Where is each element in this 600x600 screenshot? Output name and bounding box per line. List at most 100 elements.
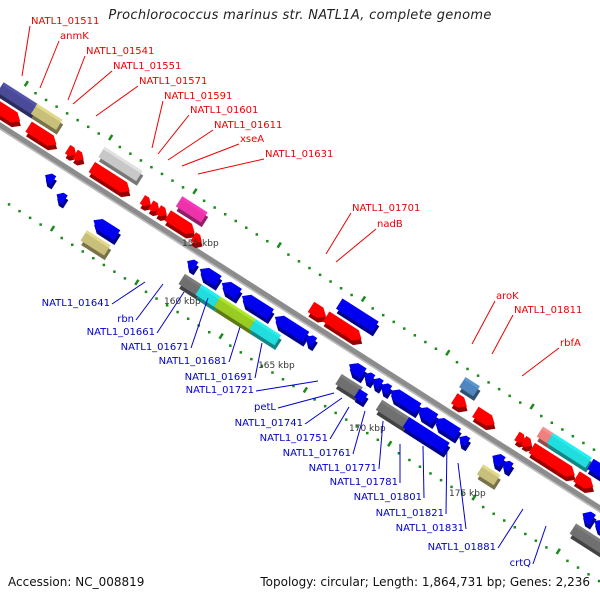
gene-label-reverse[interactable]: petL [254,402,276,413]
gene-reverse-highlight [425,407,439,417]
tick-minor [144,290,148,294]
gene-forward[interactable] [472,406,495,426]
gene-reverse[interactable] [241,294,274,320]
gene-magenta-highlight [180,196,208,215]
gene-forward[interactable] [88,161,130,193]
gene-label-reverse[interactable]: NATL1_01831 [396,523,464,534]
gene-label-reverse[interactable]: NATL1_01771 [309,463,377,474]
gene-forward[interactable] [25,121,57,146]
gene-forward[interactable] [573,471,594,489]
gene-navy[interactable] [0,82,38,114]
gene-label-reverse[interactable]: NATL1_01881 [428,542,496,553]
gene-label-forward[interactable]: nadB [377,219,403,230]
gene-label-forward[interactable]: NATL1_01631 [265,149,333,160]
gene-reverse-highlight [207,267,222,279]
gene-label-forward[interactable]: anmK [60,31,89,42]
gene-cyan[interactable] [195,284,221,307]
gene-forward[interactable] [164,210,195,234]
gene-cyan[interactable] [546,433,592,468]
gene-cyan[interactable] [249,319,282,346]
gene-label-forward[interactable]: NATL1_01701 [352,203,420,214]
gene-label-forward[interactable]: NATL1_01811 [514,305,582,316]
gene-reverse[interactable] [199,267,222,287]
tick-minor [455,360,459,364]
gene-reverse-box[interactable] [335,298,379,332]
tick-minor [540,414,543,418]
gene-label-forward[interactable]: NATL1_01541 [86,46,154,57]
gene-label-forward[interactable]: xseA [240,134,264,145]
gene-reverse-highlight [356,363,367,372]
gene-label-forward[interactable]: aroK [496,291,519,302]
gene-cyan-highlight [200,284,221,300]
gene-label-reverse[interactable]: NATL1_01821 [376,508,444,519]
gene-label-reverse[interactable]: NATL1_01641 [42,298,110,309]
gene-darkgray[interactable] [375,399,410,428]
leader-line-reverse [378,420,384,470]
gene-reverse[interactable] [390,389,422,414]
gene-label-reverse[interactable]: NATL1_01671 [121,342,189,353]
gene-forward[interactable] [322,311,362,341]
gene-khaki[interactable] [30,103,63,130]
tick-major [387,440,393,447]
gene-steelblue[interactable] [459,377,480,397]
tick-minor [287,253,290,256]
gene-darkgray-highlight [183,273,202,288]
gene-label-forward[interactable]: rbfA [560,338,581,349]
gene-label-reverse[interactable]: NATL1_01761 [283,448,351,459]
tick-minor [513,525,517,529]
gene-lightgray[interactable] [98,146,143,182]
gene-label-reverse[interactable]: crtQ [510,558,532,569]
gene-label-forward[interactable]: NATL1_01571 [139,76,207,87]
gene-reverse[interactable] [434,417,461,439]
gene-label-forward[interactable]: NATL1_01551 [113,61,181,72]
gene-forward-small-highlight [524,436,531,442]
tick-minor [434,347,438,351]
gene-label-reverse[interactable]: NATL1_01681 [159,356,227,367]
gene-khaki[interactable] [476,464,501,486]
gene-reverse[interactable] [274,315,310,343]
gene-darkgray[interactable] [569,523,600,562]
gene-darkgray[interactable] [335,373,363,398]
gene-darkgray-highlight [340,373,363,390]
gene-label-forward[interactable]: NATL1_01611 [214,120,282,131]
gene-label-reverse[interactable]: NATL1_01661 [87,327,155,338]
gene-khaki[interactable] [80,230,111,256]
gene-forward-highlight [169,210,192,227]
gene-magenta[interactable] [175,196,208,223]
tick-minor [34,91,37,95]
gene-label-forward[interactable]: NATL1_01591 [164,91,232,102]
gene-label-reverse[interactable]: NATL1_01801 [354,492,422,503]
tick-minor [329,280,332,283]
leader-line-forward [197,158,265,175]
gene-label-reverse[interactable]: NATL1_01751 [260,433,328,444]
gene-darkgray[interactable] [178,273,202,295]
tick-minor [113,270,116,273]
gene-label-reverse[interactable]: rbn [117,314,134,325]
scale-label: 175 kbp [449,489,486,499]
gene-label-reverse[interactable]: NATL1_01741 [235,418,303,429]
gene-label-reverse[interactable]: NATL1_01781 [330,477,398,488]
leader-line-reverse [457,462,467,530]
tick-minor [118,145,122,149]
tick-minor [518,401,522,404]
tick-minor [439,478,443,482]
tick-minor [18,209,21,213]
leader-line-reverse [156,291,185,334]
gene-label-forward[interactable]: NATL1_01601 [190,105,258,116]
gene-reverse-box[interactable] [402,417,450,453]
gene-label-reverse[interactable]: NATL1_01721 [186,385,254,396]
gene-reverse[interactable] [93,218,121,241]
gene-reverse-box-highlight [407,417,450,446]
gene-forward-small-highlight [159,205,166,211]
gene-lime[interactable] [213,296,256,330]
tick-minor [229,344,232,347]
tick-minor [545,546,548,549]
gene-label-forward[interactable]: NATL1_01511 [31,16,99,27]
tick-minor [176,310,179,314]
gene-reverse-highlight [282,315,310,335]
gene-label-reverse[interactable]: NATL1_01691 [185,372,253,383]
gene-reverse[interactable] [594,520,600,547]
gene-forward[interactable] [528,442,575,477]
gene-forward[interactable] [307,301,327,318]
